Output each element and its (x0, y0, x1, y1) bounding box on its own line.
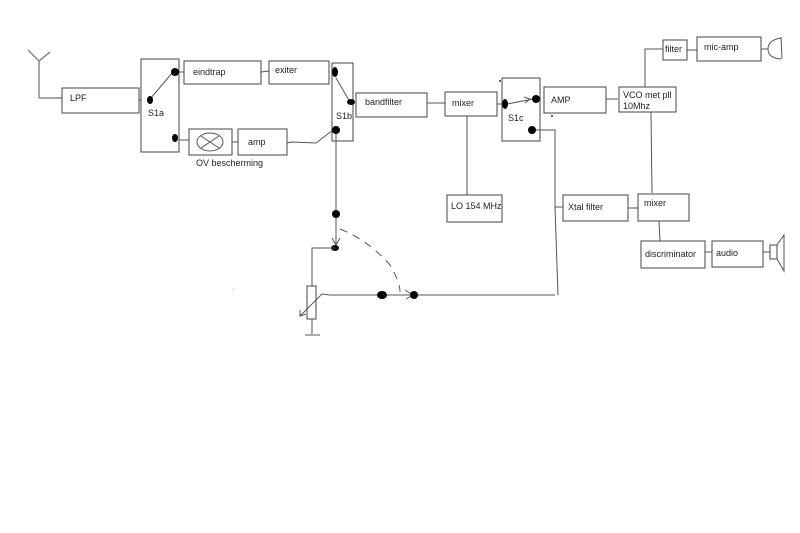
xtal-filter-label: Xtal filter (568, 202, 603, 212)
xtal-filter-block[interactable]: Xtal filter (562, 194, 629, 222)
lpf-block[interactable]: LPF (61, 87, 140, 114)
amp-tx-block[interactable]: amp (237, 128, 288, 156)
switch-icon (335, 77, 351, 103)
mixer-if-block[interactable]: mixer (637, 193, 690, 222)
bandfilter-block[interactable]: bandfilter (355, 92, 428, 118)
switch-s1b[interactable]: S1b (331, 62, 355, 142)
switch-s1a[interactable]: S1a (140, 58, 180, 153)
discriminator-block[interactable]: discriminator (640, 240, 706, 269)
audio-block[interactable]: audio (711, 240, 764, 268)
audio-label: audio (716, 248, 738, 258)
lo-label: LO 154 MHz (451, 201, 502, 211)
discriminator-label: discriminator (645, 249, 696, 259)
ov-protection-block[interactable]: OV bescherming (188, 128, 263, 168)
speaker-icon (763, 233, 785, 273)
switch-icon (149, 71, 174, 100)
eindtrap-label: eindtrap (193, 67, 226, 77)
filter-label: filter (665, 44, 682, 54)
s1c-label: S1c (508, 113, 524, 123)
antenna-icon (27, 49, 63, 99)
amp-main-block[interactable]: AMP (543, 86, 607, 114)
lpf-label: LPF (70, 93, 87, 103)
potentiometer-icon[interactable] (299, 285, 331, 334)
vco-label-line1: VCO met pll (623, 90, 672, 100)
filter-block[interactable]: filter (662, 39, 688, 61)
amp-tx-label: amp (248, 137, 266, 147)
mic-amp-block[interactable]: mic-amp (696, 36, 762, 62)
eindtrap-block[interactable]: eindtrap (183, 60, 262, 85)
amp-main-label: AMP (551, 95, 571, 105)
vco-label-line2: 10Mhz (623, 101, 651, 111)
exiter-block[interactable]: exiter (268, 60, 330, 85)
gang-link-dashed (339, 228, 401, 293)
s1a-label: S1a (148, 108, 164, 118)
mixer-if-label: mixer (644, 198, 666, 208)
vco-block[interactable]: VCO met pll 10Mhz (618, 86, 677, 113)
s1b-label: S1b (336, 111, 352, 121)
mixer-rx-block[interactable]: mixer (444, 91, 498, 117)
microphone-icon (761, 36, 783, 60)
bandfilter-label: bandfilter (365, 97, 402, 107)
exiter-label: exiter (275, 65, 297, 75)
mixer-rx-label: mixer (452, 98, 474, 108)
lamp-icon (196, 132, 224, 152)
lo-block[interactable]: LO 154 MHz (446, 194, 503, 223)
switch-s1c[interactable]: S1c (501, 77, 541, 142)
ov-protection-caption: OV bescherming (196, 158, 263, 168)
mic-amp-label: mic-amp (704, 42, 739, 52)
